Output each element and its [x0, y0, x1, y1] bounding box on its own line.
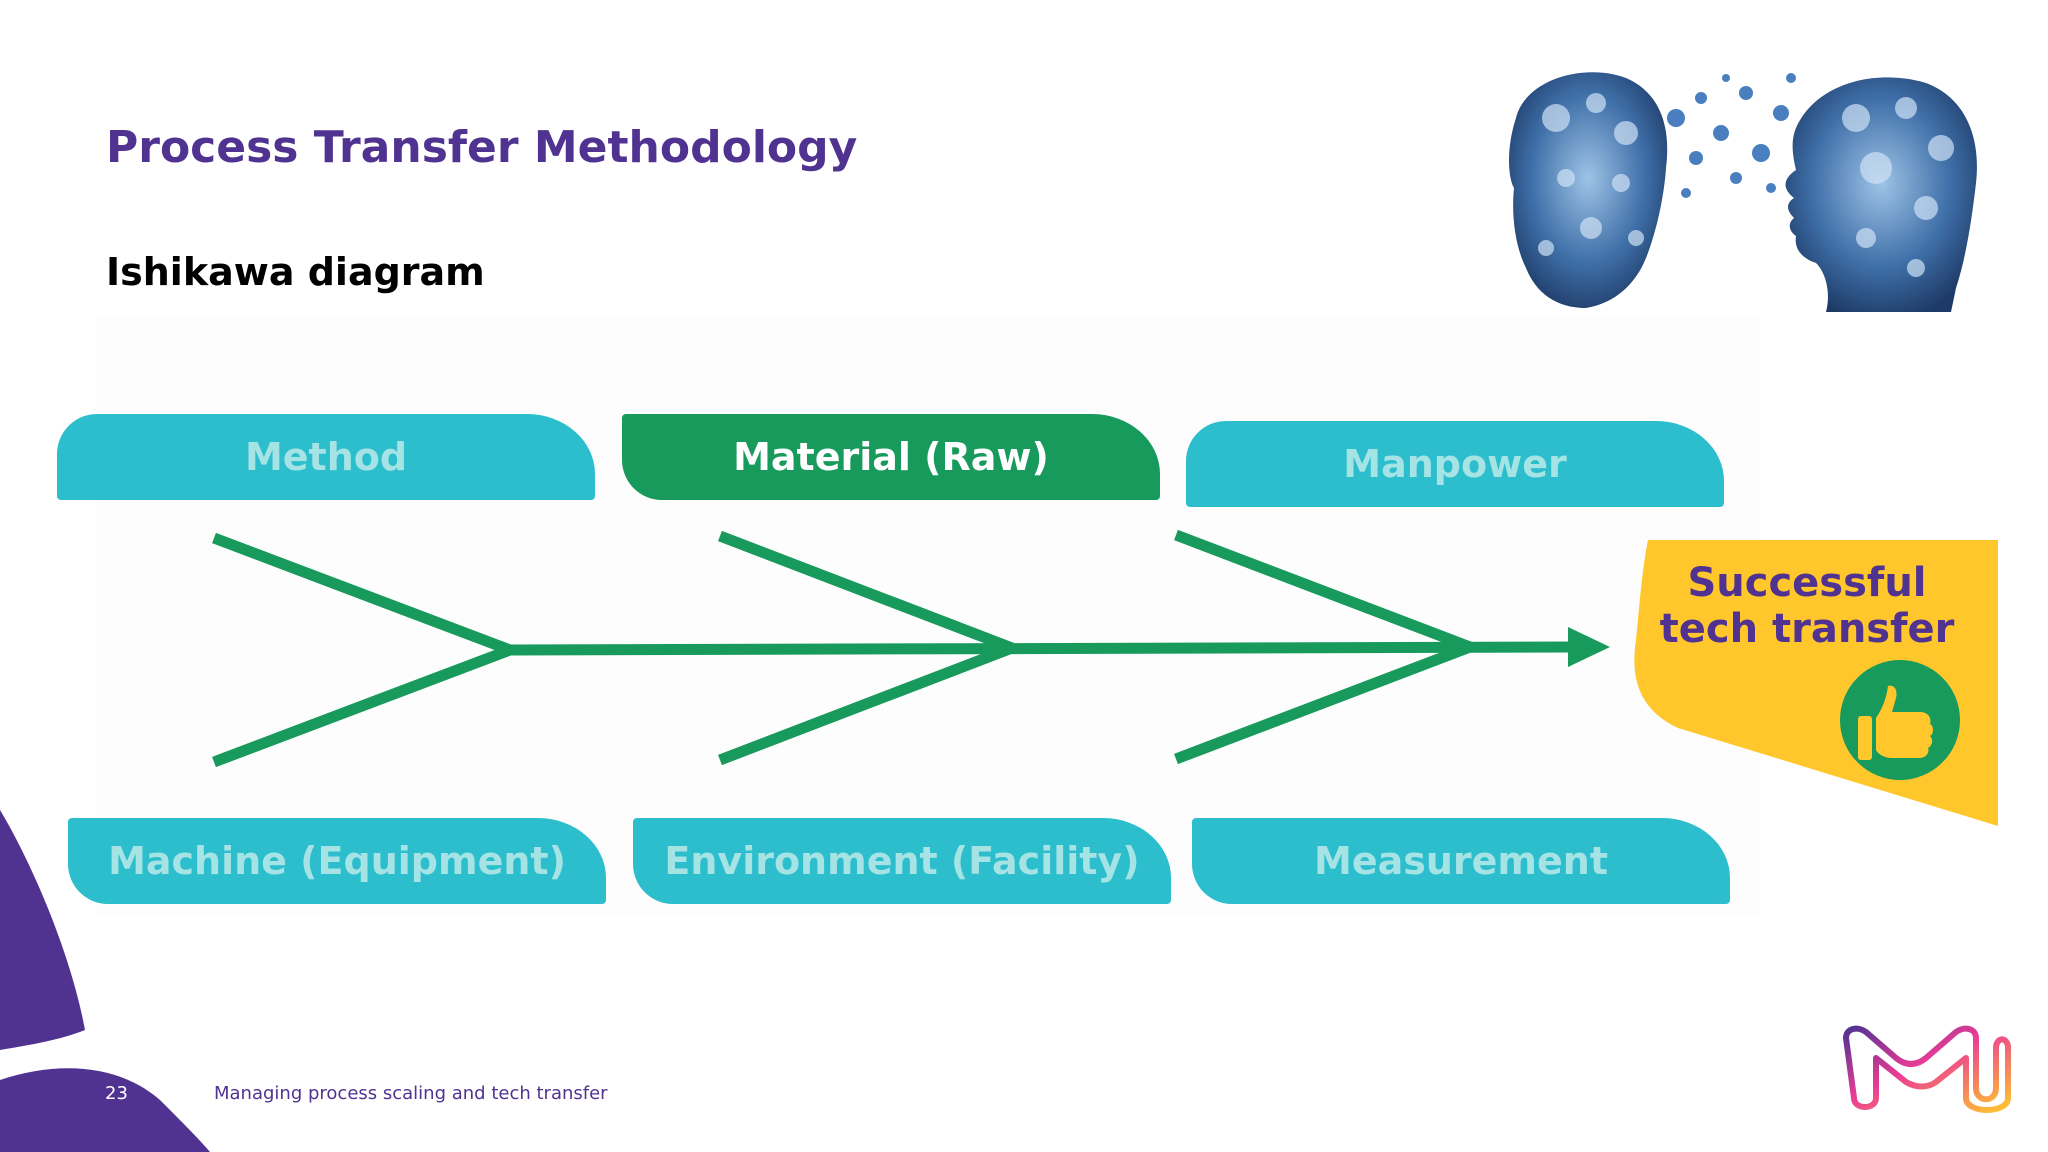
category-material: Material (Raw) — [622, 414, 1160, 500]
footer-text: Managing process scaling and tech transf… — [214, 1083, 608, 1104]
category-measurement: Measurement — [1192, 818, 1730, 904]
company-logo — [1843, 1025, 2011, 1113]
effect-label: Successful tech transfer — [1642, 560, 1972, 652]
thumbs-up-icon — [1840, 660, 1960, 780]
category-manpower: Manpower — [1186, 421, 1724, 507]
category-machine: Machine (Equipment) — [68, 818, 606, 904]
page-title: Process Transfer Methodology — [106, 122, 858, 173]
effect-label-line1: Successful — [1687, 560, 1927, 606]
category-environment: Environment (Facility) — [633, 818, 1171, 904]
category-method: Method — [57, 414, 595, 500]
page-number: 23 — [105, 1083, 128, 1104]
effect-label-line2: tech transfer — [1659, 606, 1955, 652]
gear-heads-illustration — [1509, 72, 1977, 312]
page-subtitle: Ishikawa diagram — [106, 250, 485, 294]
